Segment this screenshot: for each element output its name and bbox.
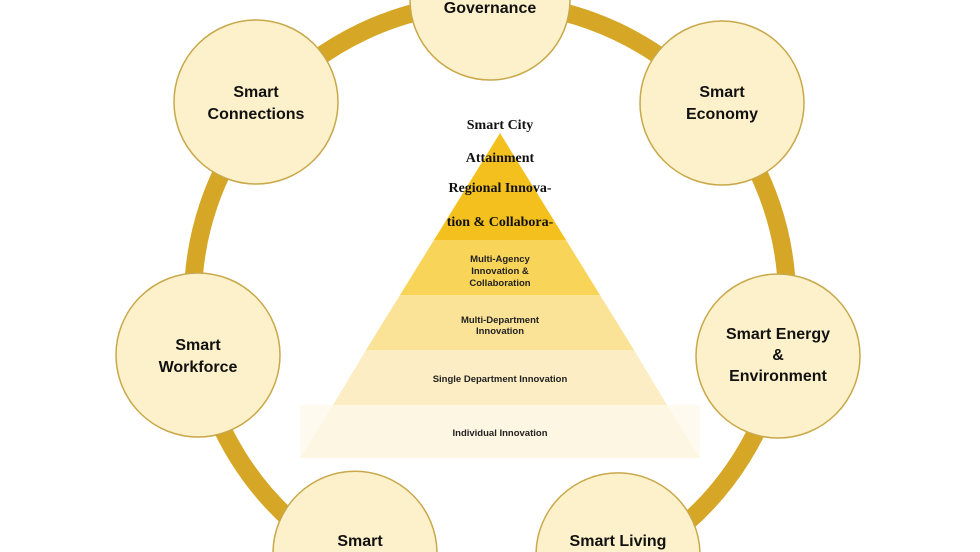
pyramid-top-label: Smart City: [467, 118, 534, 133]
pyramid-level-multi-agency: [400, 240, 600, 295]
node-smart-connections: Smart Connections: [173, 19, 339, 185]
pyramid-level-label: Multi-Department: [461, 315, 540, 326]
node-label: Governance: [444, 0, 537, 17]
node-smart-living: Smart Living: [535, 472, 701, 552]
node-label: Smart: [233, 84, 279, 101]
pyramid-top-label: Regional Innova-: [448, 181, 551, 196]
node-label: Environment: [729, 368, 827, 385]
node-smart-economy: Smart Economy: [639, 20, 805, 186]
pyramid-level-label: Innovation: [476, 326, 524, 337]
node-label: Connections: [208, 106, 305, 123]
node-smart-energy-environment: Smart Energy & Environment: [695, 273, 861, 439]
pyramid-level-single-department: [333, 350, 667, 405]
node-circle: [272, 470, 438, 552]
pyramid-level-label: Collaboration: [469, 278, 530, 289]
pyramid-top-label: tion & Collabora-: [447, 215, 554, 230]
node-governance: Governance: [409, 0, 571, 81]
pyramid-level-label: Single Department Innovation: [433, 374, 568, 385]
node-smart-workforce: Smart Workforce: [115, 272, 281, 438]
node-smart-bottom-left: Smart: [272, 470, 438, 552]
node-label: Economy: [686, 106, 758, 123]
node-label: &: [772, 347, 784, 364]
node-label: Smart Living: [570, 533, 667, 550]
pyramid-level-label: Multi-Agency: [470, 254, 530, 265]
pyramid-level-multi-department: [366, 295, 634, 350]
node-label: Smart: [175, 337, 221, 354]
node-circle: [535, 472, 701, 552]
pyramid-top-label: Attainment: [466, 151, 535, 166]
pyramid-level-individual: [300, 405, 700, 458]
node-circle: [173, 19, 339, 185]
node-label: Smart: [699, 84, 745, 101]
node-label: Smart: [337, 533, 383, 550]
node-circle: [115, 272, 281, 438]
node-circle: [695, 273, 861, 439]
node-circle: [639, 20, 805, 186]
node-label: Smart Energy: [726, 326, 830, 343]
innovation-pyramid: Smart City Attainment Regional Innova- t…: [300, 118, 700, 458]
pyramid-level-label: Individual Innovation: [453, 428, 548, 439]
node-label: Workforce: [159, 359, 238, 376]
pyramid-level-top: [434, 133, 566, 240]
node-circle: [409, 0, 571, 81]
pyramid-level-label: Innovation &: [471, 266, 529, 277]
